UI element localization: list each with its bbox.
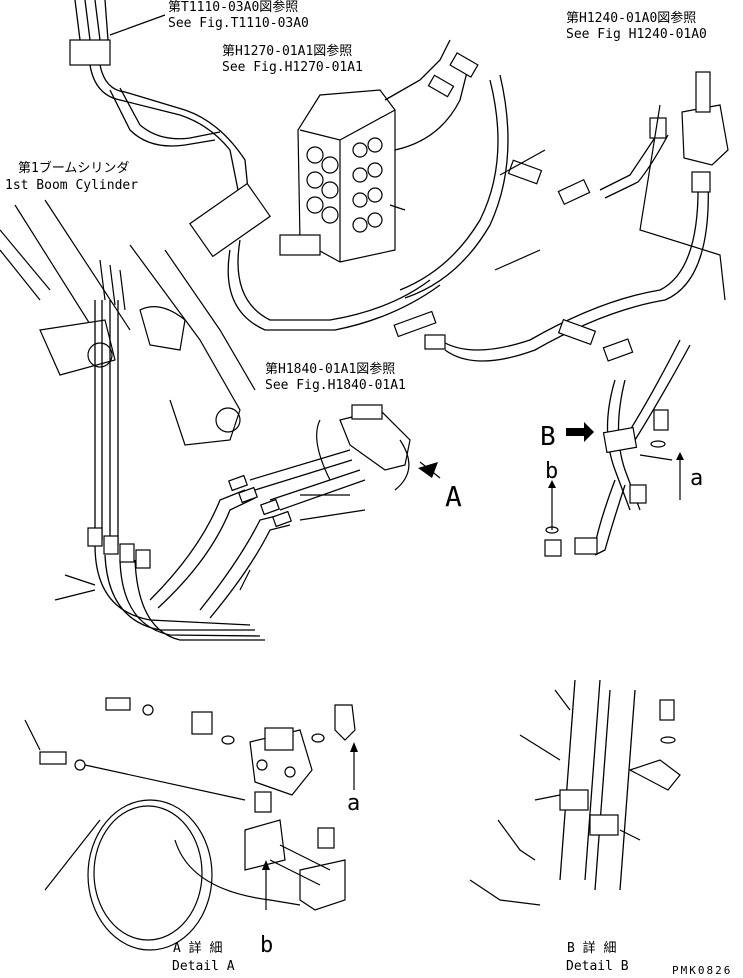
upper-right-valve-block — [599, 71, 729, 301]
bolt — [653, 409, 669, 431]
adapter-fitting — [393, 310, 437, 338]
hose-fitting — [427, 74, 455, 98]
upper-left-hose-group — [69, 0, 441, 331]
ref-t1110-jp: 第T1110-03A0図参照 — [168, 0, 298, 15]
elbow-fitting — [602, 338, 634, 362]
arrow-b — [548, 480, 556, 488]
hose-fitting-cluster — [69, 39, 111, 66]
detail-a-en: Detail A — [172, 959, 235, 974]
hose-fitting — [103, 535, 119, 555]
clamp-block — [264, 727, 294, 751]
view-b-area — [544, 339, 691, 557]
clamp-plate — [351, 404, 383, 420]
clamp-plate — [254, 791, 272, 813]
hose-clamp-block — [189, 182, 271, 258]
valve-right-hoses — [384, 39, 709, 362]
drawing-code: PMK0826 — [672, 964, 732, 977]
detail-b-jp: B 詳 細 — [567, 940, 616, 956]
bolt — [105, 697, 131, 711]
text-layer: 第T1110-03A0図参照 See Fig.T1110-03A0 第H1270… — [5, 0, 732, 977]
bracket — [299, 859, 346, 911]
hose-fitting — [507, 159, 543, 185]
hose-fitting — [691, 171, 711, 193]
bracket — [244, 819, 286, 871]
hose-fitting — [557, 318, 597, 346]
detail-b-en: Detail B — [566, 959, 629, 974]
arrow-a — [676, 452, 684, 460]
hose-fitting — [629, 484, 647, 504]
hose-fitting — [574, 537, 598, 555]
pipe-tee — [695, 71, 711, 113]
leader-lines — [24, 14, 641, 891]
boom-cylinder-jp: 第1ブームシリンダ — [18, 160, 129, 176]
adapter-fitting — [544, 539, 562, 557]
hose-clamp — [559, 789, 589, 811]
boom-hoses — [87, 300, 291, 641]
ref-h1840-en: See Fig.H1840-01A1 — [265, 378, 406, 393]
hose-clamp — [589, 814, 619, 836]
control-valve — [279, 89, 396, 263]
detail-a-label-b: b — [260, 933, 273, 958]
label-b-small: b — [545, 459, 558, 484]
hose-fitting — [449, 52, 479, 78]
clamp-plate — [317, 827, 335, 849]
ref-h1270-en: See Fig.H1270-01A1 — [222, 60, 363, 75]
label-a-small: a — [690, 466, 703, 491]
ref-h1240-en: See Fig H1240-01A0 — [566, 27, 707, 42]
hose-fitting — [119, 543, 135, 563]
valve-bracket — [279, 234, 321, 256]
detail-a-jp: A 詳 細 — [173, 940, 222, 956]
elbow-fitting — [557, 178, 591, 206]
arrow-a-detail — [350, 742, 358, 752]
hose-fitting — [87, 527, 103, 547]
elbow-fitting — [334, 704, 356, 741]
arrow-view-b — [566, 422, 594, 442]
ref-h1270-jp: 第H1270-01A1図参照 — [222, 43, 352, 59]
view-a-label: A — [445, 480, 462, 513]
ref-h1840-jp: 第H1840-01A1図参照 — [265, 361, 395, 377]
view-b-label: B — [540, 422, 556, 452]
detail-a — [39, 697, 358, 951]
clamp-plate — [628, 759, 681, 791]
boom-cylinder — [0, 199, 256, 446]
hose-fitting — [135, 549, 151, 569]
clamp — [602, 426, 638, 454]
detail-a-label-a: a — [347, 791, 360, 816]
bolt — [659, 699, 675, 721]
ref-t1110-en: See Fig.T1110-03A0 — [168, 16, 309, 31]
arrow-b-detail — [262, 860, 270, 870]
detail-b — [469, 679, 681, 906]
arrow-view-a — [418, 462, 438, 478]
bolt — [39, 751, 67, 765]
ref-h1240-jp: 第H1240-01A0図参照 — [566, 10, 696, 26]
view-a-bracket — [228, 404, 441, 528]
adapter — [191, 711, 213, 735]
hose-fitting — [424, 334, 446, 350]
boom-cylinder-en: 1st Boom Cylinder — [5, 178, 138, 193]
